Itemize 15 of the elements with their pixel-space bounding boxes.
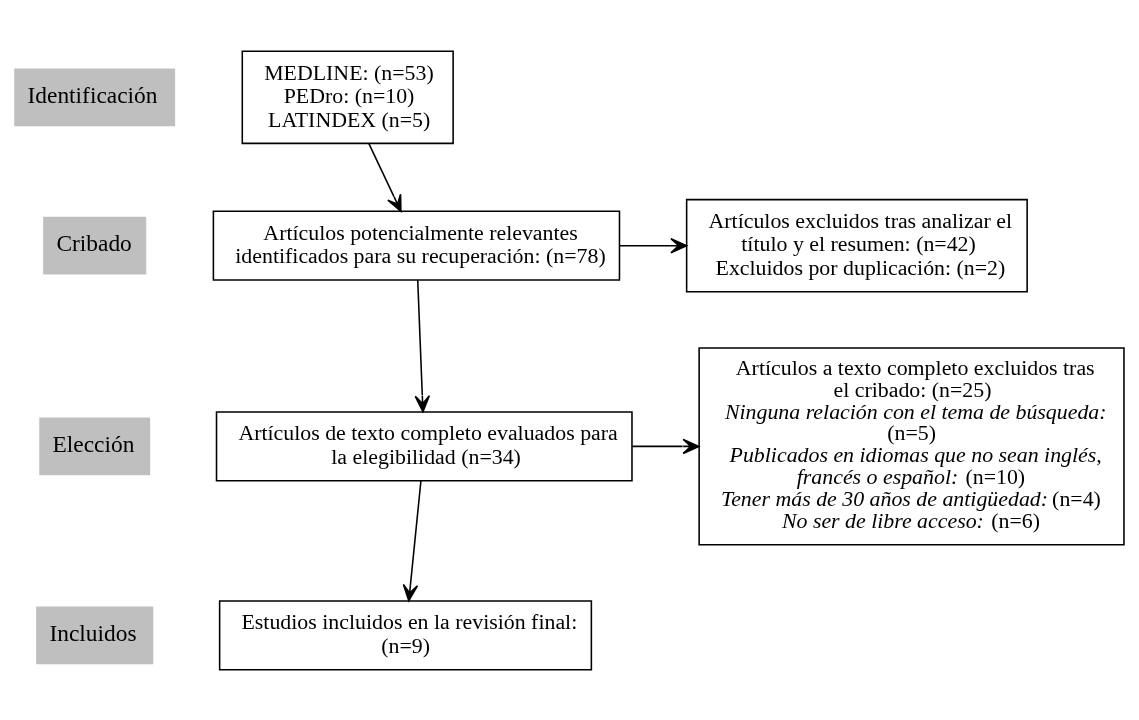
node-box: Artículos a texto completo excluidos tras el cribado: (n=25) Ninguna relación con el tema de búsqueda: (n=5) Publicados en idiomas que no sean inglés, francés o español: (n=10) Tener más de 30 años de antigüedad: (n=4) No ser de libre acceso: (n=6) bbox=[698, 346, 1125, 546]
node-box: Artículos excluidos tras analizar el título y el resumen: (n=42) Excluidos por duplicación: (n=2) bbox=[685, 198, 1028, 293]
node-box: Cribado bbox=[43, 216, 147, 275]
arrow bbox=[368, 142, 402, 212]
node-box: Identificación bbox=[14, 67, 176, 126]
node-box: Estudios incluidos en la revisión final: (n=9) bbox=[218, 599, 593, 671]
arrow bbox=[619, 237, 688, 253]
node-box: Incluidos bbox=[36, 606, 154, 664]
node-box: Elección bbox=[39, 417, 151, 475]
node-box: Artículos potencialmente relevantes identificados para su recuperación: (n=78) bbox=[212, 210, 621, 281]
node-box: Artículos de texto completo evaluados para la elegibilidad (n=34) bbox=[215, 410, 633, 482]
node-box: MEDLINE: (n=53) PEDro: (n=10) LATINDEX (n=5) bbox=[241, 49, 454, 144]
arrow bbox=[631, 438, 700, 454]
arrow bbox=[414, 279, 431, 412]
arrow bbox=[402, 479, 422, 601]
